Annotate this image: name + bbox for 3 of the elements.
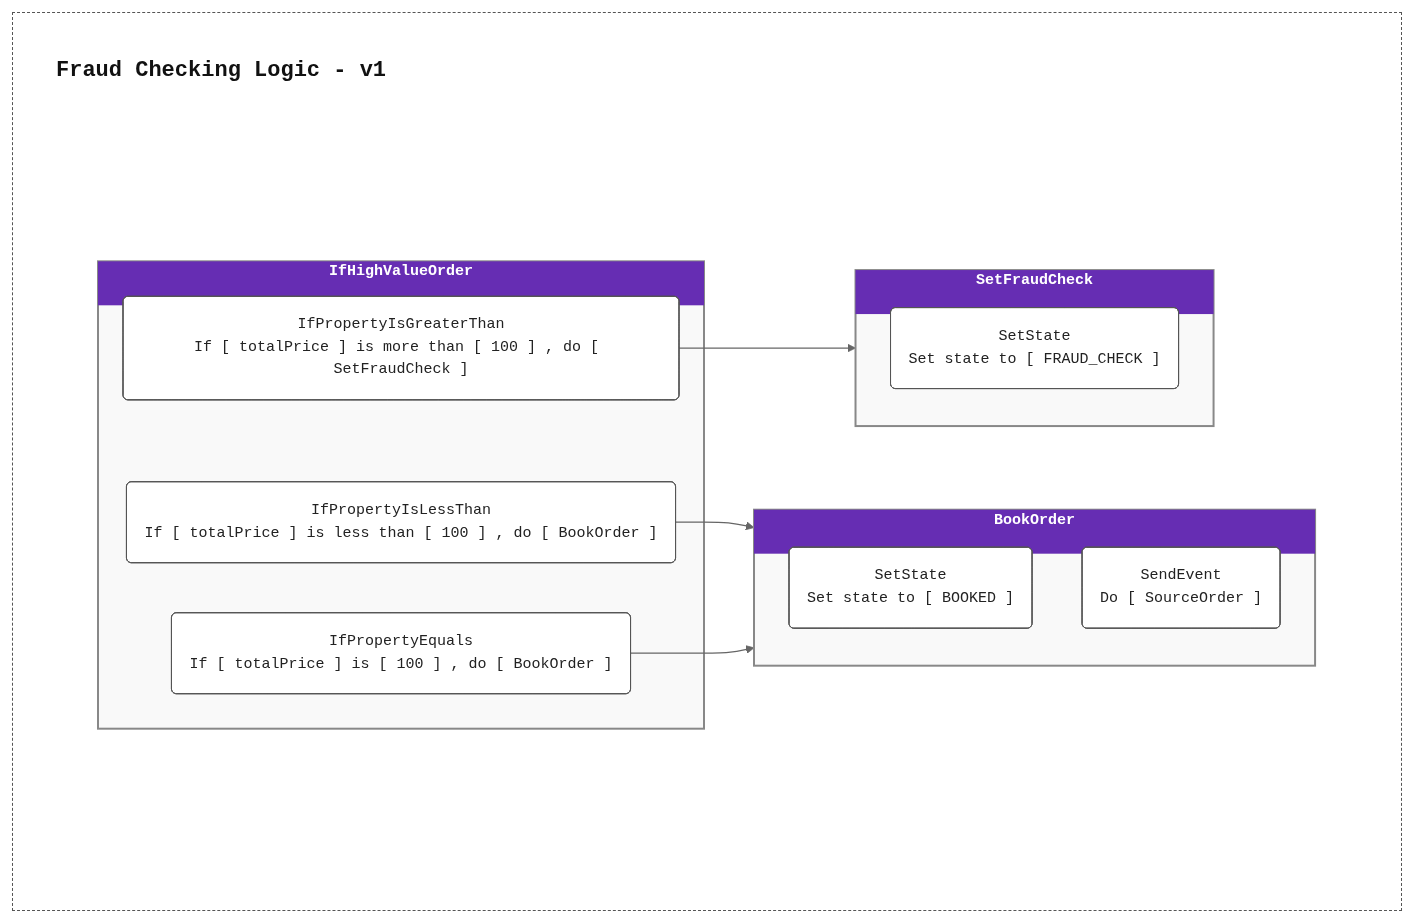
- arrow: [630, 645, 755, 654]
- arrow: [675, 521, 755, 531]
- diagram-title: Fraud Checking Logic - v1: [56, 58, 387, 83]
